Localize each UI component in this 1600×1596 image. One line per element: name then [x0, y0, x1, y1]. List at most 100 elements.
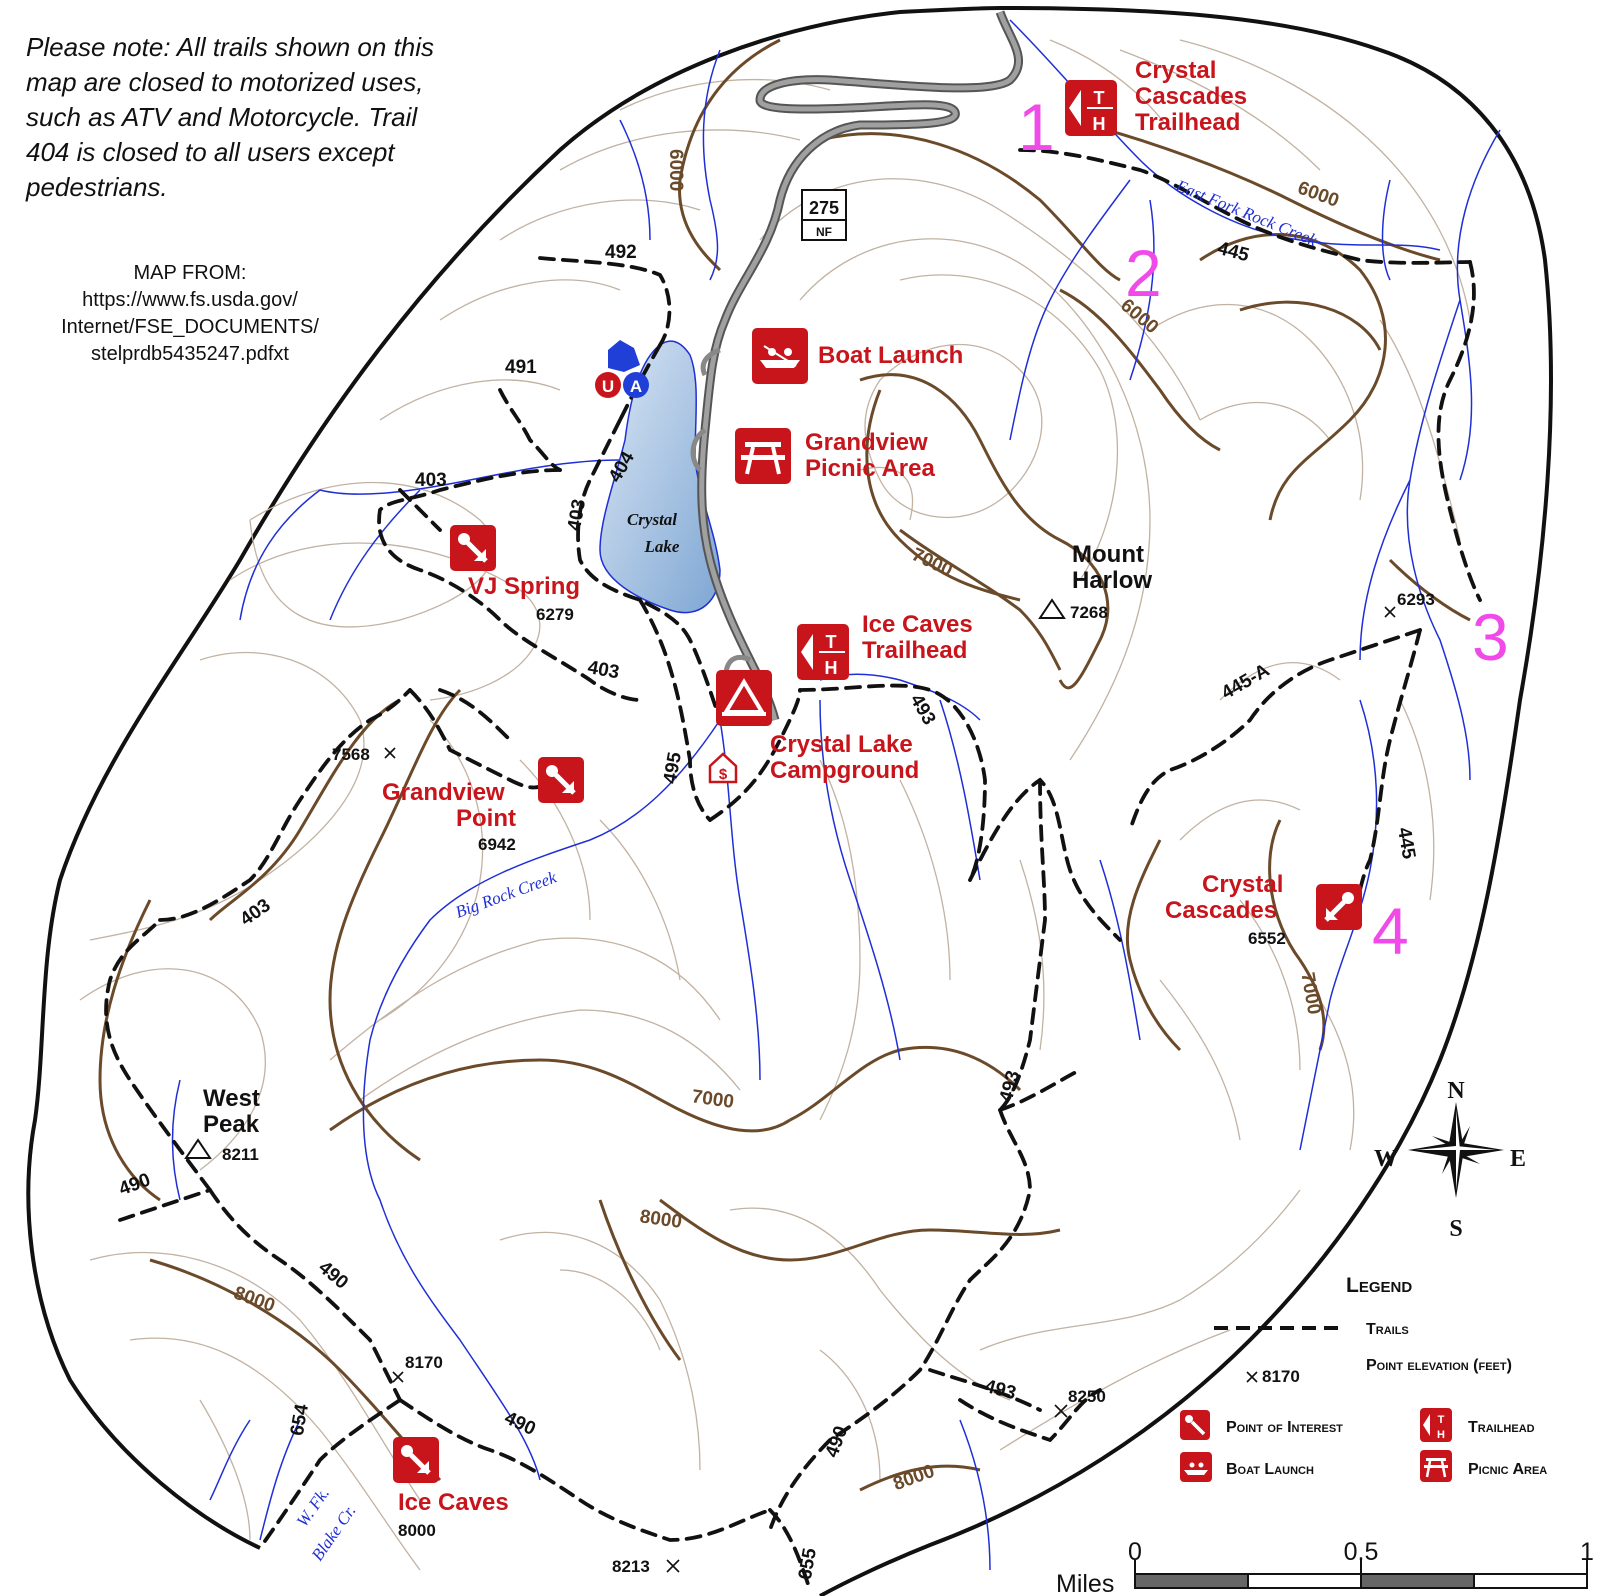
label-crystal-cascades-trailhead-3: Trailhead	[1135, 109, 1240, 136]
trail-label-490-ridge: 490	[314, 1257, 352, 1293]
point-of-interest-icon[interactable]	[393, 1437, 439, 1483]
legend-trailhead: Trailhead	[1468, 1419, 1535, 1436]
legend: Legend Trails 8170 Point elevation (feet…	[1180, 1274, 1547, 1482]
trailhead-icon[interactable]: T H	[1065, 80, 1117, 136]
trailhead-icon: T H	[1420, 1408, 1452, 1442]
trail-label-490-south: 490	[822, 1423, 853, 1460]
svg-text:H: H	[1093, 114, 1106, 134]
trailhead-icon[interactable]: T H	[797, 624, 849, 680]
source-line: stelprdb5435247.pdfxt	[91, 343, 289, 365]
legend-trails: Trails	[1366, 1321, 1409, 1338]
highlight-number-1: 1	[1018, 90, 1055, 164]
svg-text:NF: NF	[816, 225, 832, 239]
fee-station-icon: $	[708, 752, 738, 784]
source-line: MAP FROM:	[133, 262, 247, 284]
spot-elevations: 7568 6293 8170 8250 8213	[332, 590, 1435, 1576]
trails	[104, 148, 1482, 1592]
svg-text:U: U	[602, 377, 614, 396]
source-line: https://www.fs.usda.gov/	[82, 289, 298, 311]
highlight-number-4: 4	[1372, 894, 1409, 968]
scale-unit: Miles	[1056, 1570, 1114, 1596]
label-crystal-lake-campground-2: Campground	[770, 757, 919, 784]
point-of-interest-icon[interactable]	[450, 525, 496, 571]
legend-spot-sample: 8170	[1262, 1367, 1300, 1386]
trail-label-490-west: 490	[116, 1169, 153, 1200]
map-source: MAP FROM: https://www.fs.usda.gov/ Inter…	[20, 260, 360, 368]
scale-tick-1: 1	[1580, 1538, 1594, 1566]
label-crystal-cascades-2: Cascades	[1165, 897, 1277, 924]
label-ice-caves-trailhead-2: Trailhead	[862, 637, 967, 664]
legend-poi: Point of Interest	[1226, 1419, 1343, 1436]
map-boundary	[26, 6, 1553, 1596]
trail-label-445-north: 445	[1215, 238, 1251, 267]
label-west-peak-1: West	[203, 1085, 260, 1112]
contour-label-8000-west: 8000	[231, 1283, 278, 1317]
label-ice-caves-trailhead-1: Ice Caves	[862, 611, 973, 638]
trail-label-655: 655	[795, 1546, 821, 1581]
picnic-area-icon	[1420, 1450, 1452, 1482]
legend-title: Legend	[1346, 1274, 1412, 1297]
svg-text:T: T	[1094, 88, 1105, 108]
label-grandview-picnic-1: Grandview	[805, 429, 928, 456]
compass-rose: N S E W	[1374, 1078, 1526, 1242]
highlight-number-2: 2	[1125, 236, 1162, 310]
source-line: Internet/FSE_DOCUMENTS/	[61, 316, 319, 338]
legend-boat-launch: Boat Launch	[1226, 1461, 1314, 1478]
label-crystal-cascades-trailhead-1: Crystal	[1135, 57, 1216, 84]
scale-tick-0: 0	[1128, 1538, 1142, 1566]
boat-launch-icon	[1180, 1452, 1212, 1482]
place-labels: Crystal Cascades Trailhead Boat Launch G…	[382, 57, 1283, 1516]
road-shield-275: 275 NF	[801, 189, 847, 241]
elev-crystal-cascades: 6552	[1248, 929, 1286, 948]
svg-text:$: $	[719, 766, 728, 783]
contour-label-7000-east: 7000	[1296, 971, 1324, 1016]
spot-elev-8213: 8213	[612, 1557, 650, 1576]
summit-triangle	[1038, 598, 1066, 619]
compass-s: S	[1449, 1216, 1462, 1242]
svg-text:A: A	[630, 377, 642, 396]
contour-label-6000-nw: 6000	[665, 149, 686, 191]
minor-contours	[79, 39, 1471, 1571]
trail-label-490-caves: 490	[501, 1408, 539, 1440]
label-grandview-picnic-2: Picnic Area	[805, 455, 935, 482]
contour-label-8000-se: 8000	[890, 1461, 937, 1495]
point-of-interest-icon[interactable]	[538, 757, 584, 803]
trail-label-493-north: 493	[906, 691, 940, 729]
scale-bar: Miles 0 0.5 1	[1056, 1538, 1594, 1596]
highlight-number-3: 3	[1472, 600, 1509, 674]
contour-label-8000-south: 8000	[638, 1206, 683, 1233]
picnic-area-icon[interactable]	[735, 428, 791, 484]
elev-mount-harlow: 7268	[1070, 603, 1108, 622]
svg-text:H: H	[1437, 1429, 1445, 1441]
creek-label-big-rock: Big Rock Creek	[453, 867, 560, 921]
spot-elev-8250: 8250	[1068, 1387, 1106, 1406]
trail-label-491: 491	[505, 357, 537, 378]
point-of-interest-icon[interactable]	[1316, 884, 1362, 930]
contour-label-7000-south: 7000	[690, 1086, 735, 1113]
trail-label-445-east: 445	[1393, 826, 1419, 861]
streams	[171, 19, 1501, 1571]
svg-text:T: T	[826, 632, 837, 652]
label-crystal-lake-2: Lake	[644, 537, 680, 556]
elev-ice-caves: 8000	[398, 1521, 436, 1540]
spot-elev-7568: 7568	[332, 745, 370, 764]
point-of-interest-icon	[1180, 1410, 1210, 1440]
spot-elev-6293: 6293	[1397, 590, 1435, 609]
trail-label-493-south: 493	[982, 1376, 1018, 1404]
label-west-peak-2: Peak	[203, 1111, 260, 1138]
boat-launch-icon[interactable]	[752, 328, 808, 384]
campground-icon[interactable]	[716, 670, 772, 726]
spot-elev-8170: 8170	[405, 1353, 443, 1372]
summit-triangle	[184, 1138, 212, 1159]
trail-label-654: 654	[287, 1402, 313, 1437]
legend-point-elevation: Point elevation (feet)	[1366, 1357, 1512, 1374]
label-crystal-cascades-trailhead-2: Cascades	[1135, 83, 1247, 110]
label-crystal-lake-campground-1: Crystal Lake	[770, 731, 913, 758]
restroom-marker: U A	[595, 340, 649, 398]
compass-n: N	[1447, 1078, 1465, 1104]
trail-label-492: 492	[605, 242, 637, 263]
label-ice-caves: Ice Caves	[398, 1489, 509, 1516]
label-grandview-point-1: Grandview	[382, 779, 505, 806]
elev-west-peak: 8211	[222, 1145, 259, 1164]
